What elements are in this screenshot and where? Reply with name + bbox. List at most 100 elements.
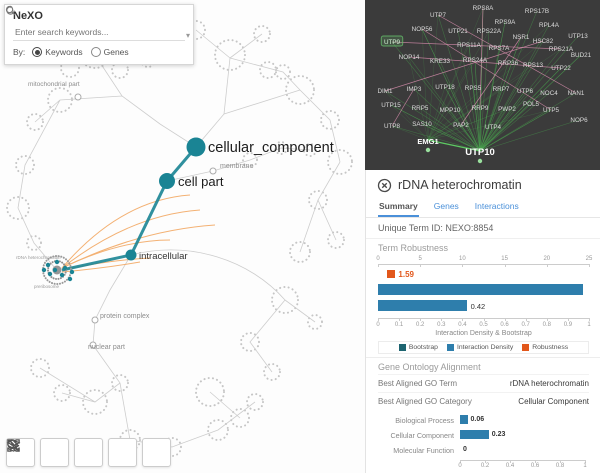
network-node-label[interactable]: DIM1	[377, 88, 393, 95]
network-node-label[interactable]: UTP18	[435, 84, 455, 91]
network-node-label[interactable]: IMP3	[407, 86, 422, 93]
network-hub-node[interactable]	[477, 158, 483, 164]
network-edge	[427, 14, 439, 141]
network-node-label[interactable]: PWP2	[498, 106, 516, 113]
network-hub-label[interactable]: UTP10	[465, 147, 495, 158]
network-node-label[interactable]: NSR1	[513, 34, 530, 41]
network-node-label[interactable]: UTP6	[517, 88, 534, 95]
radio-circle[interactable]	[90, 47, 101, 57]
network-edge	[421, 28, 552, 111]
network-node-label[interactable]: RPS17B	[525, 8, 549, 15]
network-edge	[479, 92, 550, 152]
network-edge	[439, 60, 481, 152]
network-node-label[interactable]: RPS24A	[463, 57, 488, 64]
network-node-label[interactable]: RPS11A	[457, 42, 481, 49]
interaction-density-value: 0.42	[470, 302, 486, 311]
network-edge	[479, 35, 579, 152]
network-edge	[427, 109, 451, 141]
network-edge	[427, 86, 446, 141]
network-node-label[interactable]: RPS8A	[473, 5, 494, 12]
network-node-label[interactable]: POL5	[523, 101, 540, 108]
detail-tabs: Summary Genes Interactions	[366, 196, 600, 218]
cluster-label-preribosome: preribosome	[34, 284, 60, 289]
network-node-label[interactable]: RPS7A	[489, 45, 510, 52]
network-node-label[interactable]: KRE33	[430, 58, 450, 65]
network-node-label[interactable]: SAS10	[412, 121, 432, 128]
branch-label-membrane: membrane	[220, 163, 254, 170]
radio-circle[interactable]	[32, 47, 43, 57]
network-edge	[408, 56, 429, 141]
go-row-label: Best Aligned GO Category	[378, 397, 472, 406]
network-node-label[interactable]: UTP8	[384, 123, 401, 130]
branch-label-protein-complex: protein complex	[100, 313, 150, 320]
network-edge	[390, 104, 481, 152]
network-edge	[427, 92, 550, 141]
network-edge	[460, 36, 522, 126]
network-node-label[interactable]: PAP2	[453, 122, 469, 129]
network-edge	[479, 64, 534, 152]
network-edge	[413, 88, 481, 152]
network-node-label[interactable]: BUD21	[571, 52, 592, 59]
network-node-label[interactable]: NOP6	[570, 117, 588, 124]
network-node-label[interactable]: UTP15	[381, 102, 401, 109]
network-node-label[interactable]: UTP7	[430, 12, 447, 19]
network-node-label[interactable]: NOC4	[540, 90, 558, 97]
reset-icon[interactable]	[6, 5, 185, 38]
network-node-label[interactable]: NOP14	[399, 54, 420, 61]
search-icon[interactable]	[5, 5, 172, 38]
network-node-label[interactable]: UTP4	[485, 124, 502, 131]
search-input[interactable]	[13, 25, 159, 38]
selected-term-cluster[interactable]	[41, 255, 75, 285]
node-cellular-component[interactable]	[186, 137, 206, 157]
network-edge	[391, 125, 429, 141]
network-node-label[interactable]: RPS13	[523, 62, 543, 69]
network-node-label[interactable]: NAN1	[568, 90, 585, 97]
chevron-down-icon[interactable]: ▾	[185, 31, 190, 40]
network-node-label[interactable]: UTP13	[568, 33, 588, 40]
node-intracellular[interactable]	[125, 249, 137, 261]
network-hub-node[interactable]	[425, 147, 431, 153]
node-cell-part[interactable]	[159, 173, 175, 189]
network-node-label[interactable]: RRP36	[498, 60, 519, 67]
tab-summary[interactable]: Summary	[378, 198, 419, 217]
go-row-term: Best Aligned GO Term rDNA heterochromati…	[378, 374, 589, 392]
bootstrap-bar	[378, 284, 583, 295]
network-node-label[interactable]: NOP56	[412, 26, 433, 33]
network-node-label[interactable]: RPS22A	[477, 28, 502, 35]
go-chart-category: Biological Process	[395, 416, 454, 425]
network-edge	[408, 56, 562, 69]
network-node-label[interactable]: RPS21A	[549, 46, 574, 53]
network-edge	[468, 44, 481, 152]
layers-button[interactable]	[6, 438, 171, 467]
network-node-label[interactable]: UTP5	[543, 107, 560, 114]
chevrons-button[interactable]	[9, 438, 137, 467]
network-node-label[interactable]: RRP7	[493, 86, 510, 93]
node-label-cellular-component: cellular_component	[208, 140, 334, 156]
network-node-label[interactable]: UTP22	[551, 65, 571, 72]
network-edge	[479, 54, 582, 152]
robustness-section-title: Term Robustness	[378, 243, 449, 253]
network-node-label[interactable]: RPS5	[465, 85, 482, 92]
close-icon[interactable]	[376, 177, 392, 193]
network-node-label[interactable]: RRP5	[412, 105, 429, 112]
network-node-label[interactable]: UTP9	[384, 39, 401, 46]
tab-interactions[interactable]: Interactions	[474, 201, 519, 211]
radio-genes[interactable]: Genes	[90, 47, 129, 57]
network-node-label[interactable]: UTP21	[448, 28, 468, 35]
fit-to-screen-button[interactable]	[7, 438, 103, 467]
radio-keywords[interactable]: Keywords	[32, 47, 83, 57]
zoom-out-button[interactable]	[7, 438, 69, 467]
network-node-label[interactable]: RPL4A	[539, 22, 560, 29]
branch-label-mitochondrial-part: mitochondrial part	[28, 81, 80, 88]
network-node-label[interactable]: MPP10	[440, 107, 461, 114]
network-hub-label[interactable]: EMG1	[417, 137, 438, 146]
branch-nodes[interactable]	[74, 93, 217, 349]
network-edge	[427, 30, 490, 141]
network-node-label[interactable]: HSC82	[533, 38, 554, 45]
network-node-label[interactable]: RRP9	[472, 105, 489, 112]
network-node-label[interactable]: RPS9A	[495, 19, 516, 26]
bottom-axis-label: Interaction Density & Bootstrap	[435, 330, 532, 337]
tab-genes[interactable]: Genes	[433, 201, 459, 211]
